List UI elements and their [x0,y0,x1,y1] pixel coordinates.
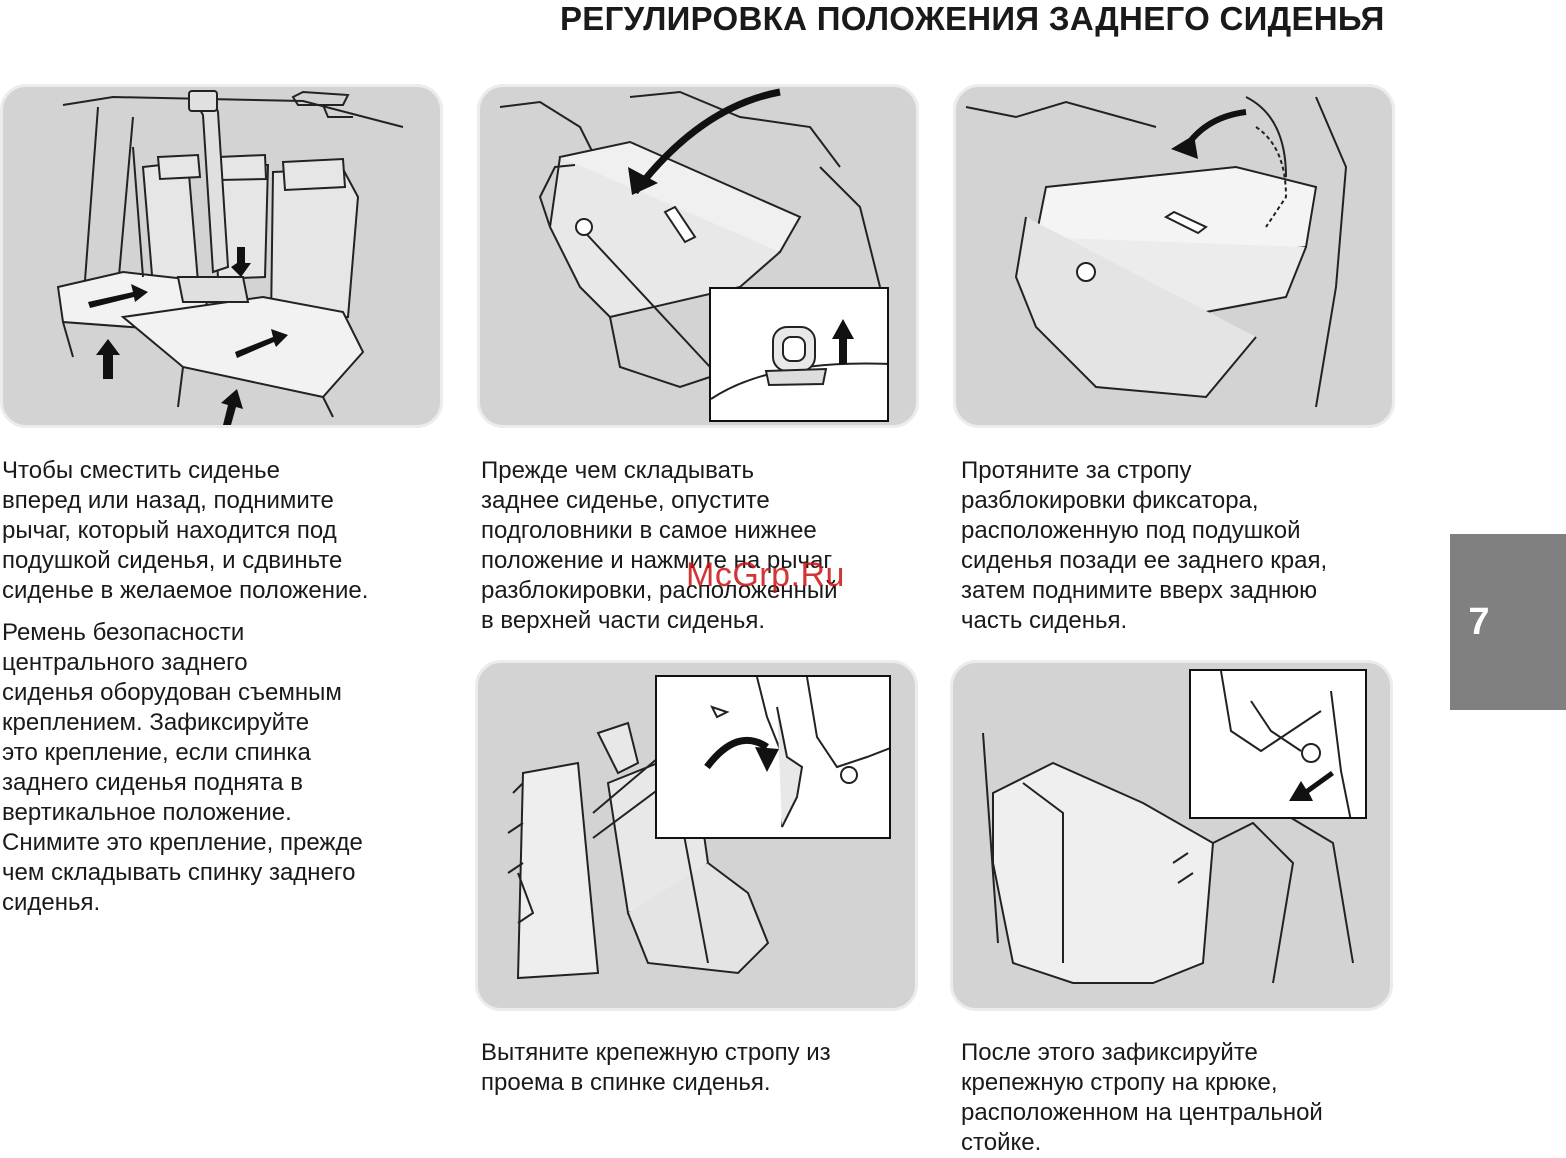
caption-pull-strap: Протяните за стропу разблокировки фиксат… [961,456,1401,636]
caption-release-lever-paragraph: Прежде чем складывать заднее сиденье, оп… [481,457,838,634]
caption-hook-paragraph: После этого зафиксируйте крепежную строп… [961,1039,1323,1156]
seat-slide-drawing [56,90,404,425]
section-tab: 7 [1450,534,1566,710]
strap-detail-drawing [704,677,889,828]
illustration-seat-slide [0,84,443,428]
caption-pull-strap-paragraph: Протяните за стропу разблокировки фиксат… [961,457,1328,634]
caption-seat-slide-paragraph: Чтобы сместить сиденье вперед или назад,… [2,457,369,604]
caption-release-lever: Прежде чем складывать заднее сиденье, оп… [481,456,921,636]
lever-detail-inset [709,287,889,422]
lever-detail-drawing [711,319,887,400]
illustration-anchor-strap [475,660,918,1011]
caption-anchor-strap: Вытяните крепежную стропу из проема в сп… [481,1038,921,1098]
illustration-release-lever [477,84,919,428]
section-number: 7 [1468,601,1490,643]
illustration-hook [950,660,1393,1011]
hook-detail-drawing [1220,671,1352,817]
hook-drawing [982,732,1354,984]
caption-hook: После этого зафиксируйте крепежную строп… [961,1038,1401,1158]
page-title: РЕГУЛИРОВКА ПОЛОЖЕНИЯ ЗАДНЕГО СИДЕНЬЯ [560,0,1385,37]
hook-detail-inset [1189,669,1367,819]
caption-belt-anchor-paragraph: Ремень безопасности центрального заднего… [2,619,363,916]
caption-seat-slide: Чтобы сместить сиденье вперед или назад,… [2,456,442,918]
strap-detail-inset [655,675,891,839]
illustration-pull-strap [953,84,1395,428]
caption-anchor-strap-paragraph: Вытяните крепежную стропу из проема в сп… [481,1039,831,1096]
pull-strap-drawing [965,96,1348,408]
watermark: McGrp.Ru [686,556,845,594]
seat-fold-drawing [499,88,881,389]
